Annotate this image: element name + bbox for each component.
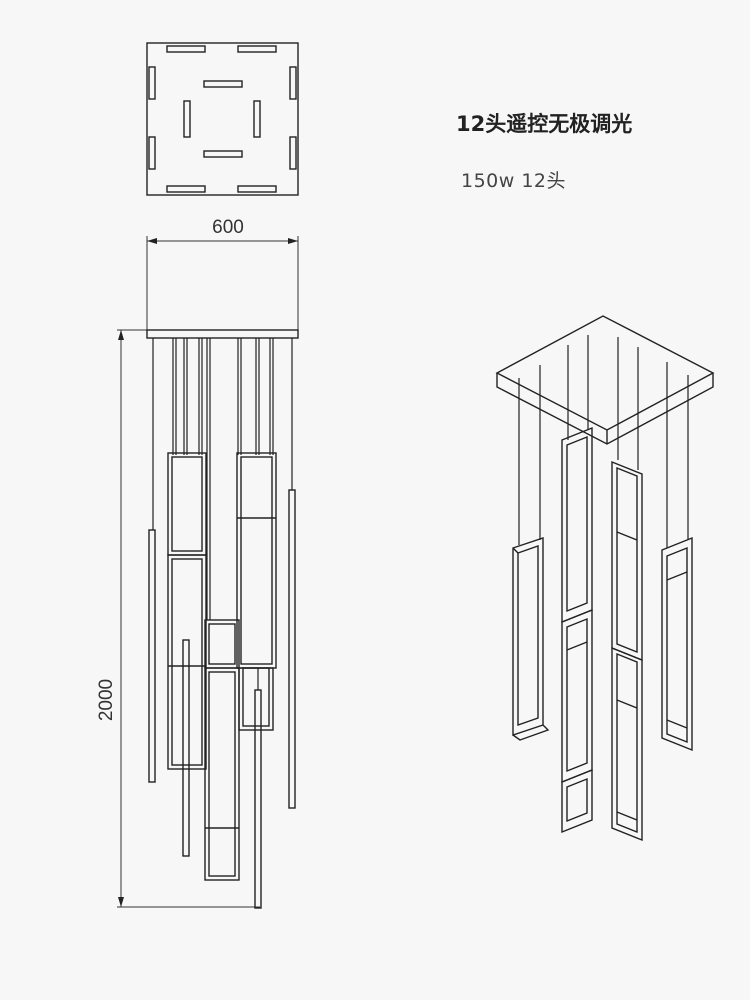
product-spec: 150w 12头 — [461, 170, 567, 192]
top-slot — [289, 66, 297, 100]
top-view-canopy — [146, 42, 299, 196]
isometric-view — [495, 315, 715, 842]
top-slot — [253, 100, 261, 138]
frame-light-inner — [208, 623, 236, 665]
light-tube — [288, 489, 296, 809]
frame-light-inner — [171, 558, 203, 766]
top-slot — [203, 150, 243, 158]
top-view — [146, 42, 299, 196]
frame-light-inner — [240, 456, 273, 665]
top-slot — [148, 66, 156, 100]
light-tube — [182, 639, 190, 857]
top-slot — [166, 185, 206, 193]
width-label: 600 — [212, 217, 244, 238]
light-tube — [148, 529, 156, 783]
top-slot — [237, 45, 277, 53]
iso-canopy — [495, 315, 715, 431]
frame-light — [167, 452, 207, 556]
frame-light — [204, 619, 240, 669]
product-title: 12头遥控无极调光 — [456, 112, 633, 136]
top-slot — [183, 100, 191, 138]
width-dimension: 600 — [146, 217, 299, 330]
top-slot — [237, 185, 277, 193]
frame-light-inner — [208, 671, 236, 877]
frame-light — [238, 667, 274, 731]
frame-light-inner — [242, 667, 270, 727]
top-slot — [166, 45, 206, 53]
frame-light-inner — [171, 456, 203, 552]
height-dimension: 2000 — [96, 329, 260, 908]
top-slot — [289, 136, 297, 170]
front-elevation — [146, 329, 299, 909]
frame-light — [236, 452, 277, 669]
top-slot — [203, 80, 243, 88]
frame-light — [167, 554, 207, 770]
light-tube — [254, 689, 262, 909]
frame-light — [204, 667, 240, 881]
top-slot — [148, 136, 156, 170]
height-label: 2000 — [96, 679, 117, 721]
front-canopy — [146, 329, 299, 339]
